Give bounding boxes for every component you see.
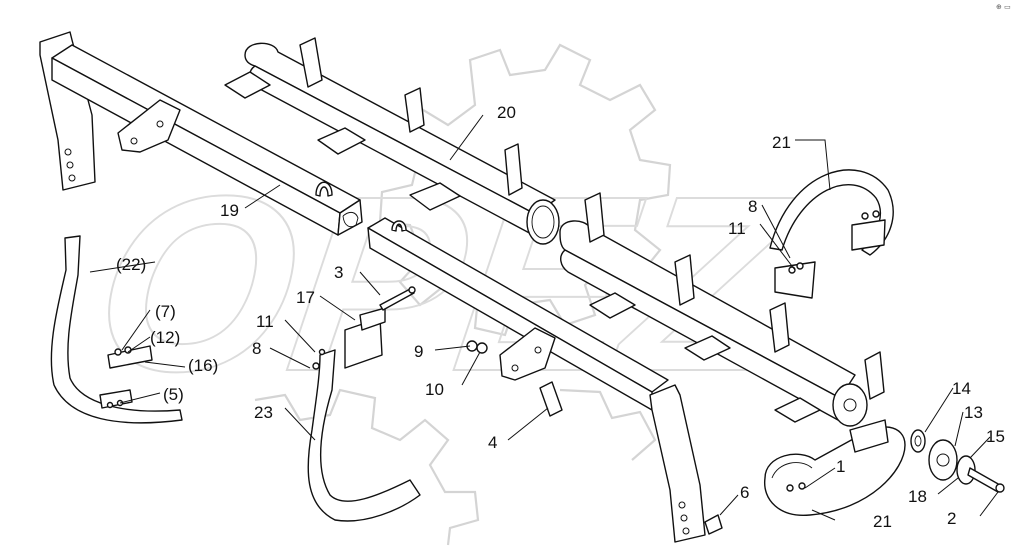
callout-19: 19 [220,201,239,220]
callout-21-bottom: 21 [873,512,892,531]
nut-8 [312,362,320,370]
callout-4: 4 [488,433,497,452]
callout-8-left: 8 [252,339,261,358]
callout-18: 18 [908,487,927,506]
middle-shank [307,286,421,522]
callout-11-right: 11 [728,219,746,238]
loose-hardware [466,262,804,535]
callout-labels: 20 19 21 8 11 3 17 11 8 23 (22) (7) (12)… [116,103,1005,531]
central-shaft [224,37,560,245]
callout-20: 20 [497,103,516,122]
callout-7: (7) [155,302,176,321]
right-shaft [559,192,885,427]
callout-2: 2 [947,509,956,528]
callout-12: (12) [150,328,180,347]
corner-code: ⊕ ▭ [996,3,1011,11]
callout-23: 23 [254,403,273,422]
callout-1: 1 [836,457,845,476]
callout-3: 3 [334,263,343,282]
lower-right-blade [764,419,906,516]
upper-right-blade [769,169,894,299]
callout-14: 14 [952,379,971,398]
callout-10: 10 [425,380,444,399]
callout-6: 6 [740,483,749,502]
washer-14 [910,429,926,453]
bolt-4 [539,381,563,417]
callout-11-left: 11 [256,312,274,331]
upper-square-beam [51,44,363,236]
washer-10 [476,342,488,354]
left-shank [50,235,183,424]
callout-21-top: 21 [772,133,791,152]
lower-square-beam [367,217,669,411]
hub-assembly [910,429,1005,493]
callout-15: 15 [986,427,1005,446]
callout-13: 13 [964,403,983,422]
callout-16: (16) [188,356,218,375]
callout-9: 9 [414,342,423,361]
callout-17: 17 [296,288,315,307]
callout-22: (22) [116,255,146,274]
bolt-6 [704,514,723,535]
right-mount-plate [649,384,706,543]
callout-5: (5) [163,385,184,404]
leader-lines [89,114,999,521]
callout-8-right: 8 [748,197,757,216]
